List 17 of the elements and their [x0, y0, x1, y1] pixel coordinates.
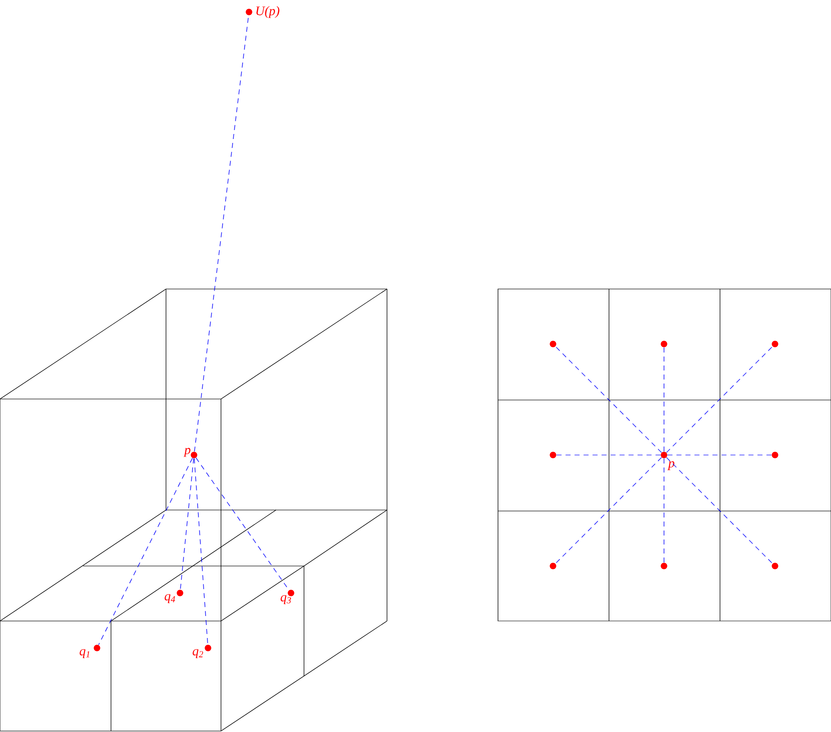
dashed-line [98, 458, 193, 646]
point-label: U(p) [256, 6, 280, 18]
point-label: q$_{3}$ [280, 595, 291, 604]
dashed-line [667, 454, 772, 456]
dashed-line [555, 457, 662, 564]
dashed-line [556, 454, 661, 456]
dashed-line [194, 458, 208, 645]
point-label: q$_{4}$ [164, 594, 176, 604]
point-label: q$_{2}$ [192, 649, 204, 658]
dashed-line [180, 458, 194, 590]
dashed-line [666, 457, 773, 564]
dashed-line [196, 458, 290, 590]
dashed-line [555, 346, 662, 453]
point-label: q$_{1}$ [80, 649, 90, 658]
point-label: p [667, 461, 674, 470]
point-label: p [184, 448, 190, 457]
dashed-line [666, 346, 773, 453]
